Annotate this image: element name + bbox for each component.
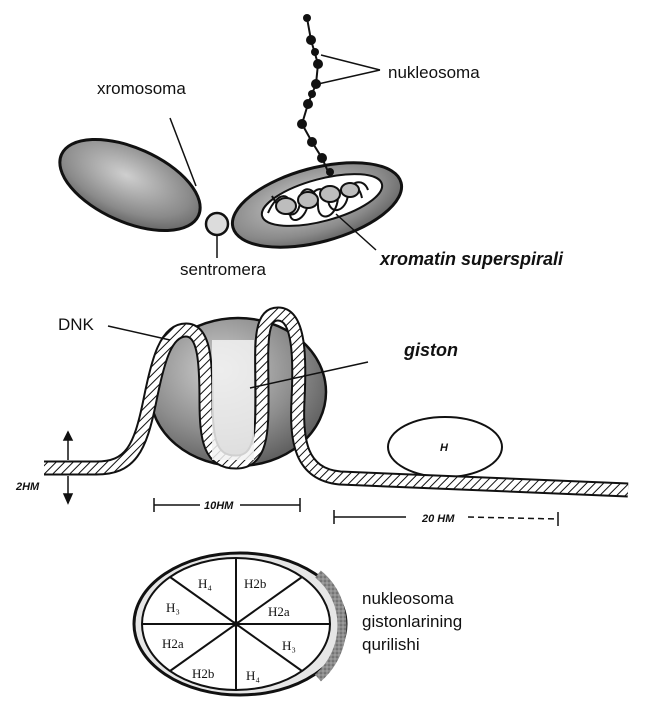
leader-line-nukleosoma (318, 70, 380, 84)
histone-label-mid-right: H2a (268, 604, 290, 619)
label-xromosoma: xromosoma (97, 79, 186, 98)
caption-line-2: gistonlarining (362, 612, 462, 631)
label-dnk: DNK (58, 315, 95, 334)
nucleosome-bead (307, 137, 317, 147)
histone-label-mid-left: H₃ (166, 600, 180, 615)
dna-strand (44, 314, 628, 490)
histone-label-bottom-left: H2b (192, 666, 214, 681)
nucleosome-bead (313, 59, 323, 69)
label-10hm: 10HM (204, 500, 234, 512)
nucleosome-bead (303, 14, 311, 22)
histone-label-low-left: H2a (162, 636, 184, 651)
label-2hm: 2HM (15, 481, 40, 493)
label-sentromera: sentromera (180, 260, 267, 279)
histone-label-bottom-right: H₄ (246, 668, 260, 683)
chromosome-left-arm (46, 121, 213, 250)
histone-label-top-right: H2b (244, 576, 266, 591)
label-xromatin: xromatin superspirali (379, 249, 564, 269)
label-giston: giston (403, 340, 458, 360)
nucleosome-chain (297, 14, 334, 176)
centromere (206, 213, 228, 235)
chromosome-section: xromosoma nukleosoma sentromera xromatin… (46, 14, 564, 279)
label-nukleosoma-top: nukleosoma (388, 63, 480, 82)
caption-line-3: qurilishi (362, 635, 420, 654)
caption-line-1: nukleosoma (362, 589, 454, 608)
octamer-center (233, 621, 239, 627)
leader-line-nukleosoma (321, 55, 380, 70)
nucleosome-bead (297, 119, 307, 129)
nucleosome-bead (303, 99, 313, 109)
core-highlight (212, 340, 254, 460)
octamer-section: H₄ H2b H₃ H2a H2a H₃ H2b H₄ nukleosoma g… (134, 553, 462, 695)
nucleosome-bead (326, 168, 334, 176)
nucleosome-bead (317, 153, 327, 163)
histone-label-low-right: H₃ (282, 638, 296, 653)
nucleosome-bead (306, 35, 316, 45)
label-20hm: 20 HM (421, 513, 455, 525)
leader-line-dnk (108, 326, 170, 340)
nucleosome-section: H DNK giston 2HM 10HM (15, 314, 628, 526)
label-h-small: H (440, 442, 449, 454)
nucleosome-bead (308, 90, 316, 98)
nucleosome-bead (311, 48, 319, 56)
histone-label-top-left: H₄ (198, 576, 212, 591)
